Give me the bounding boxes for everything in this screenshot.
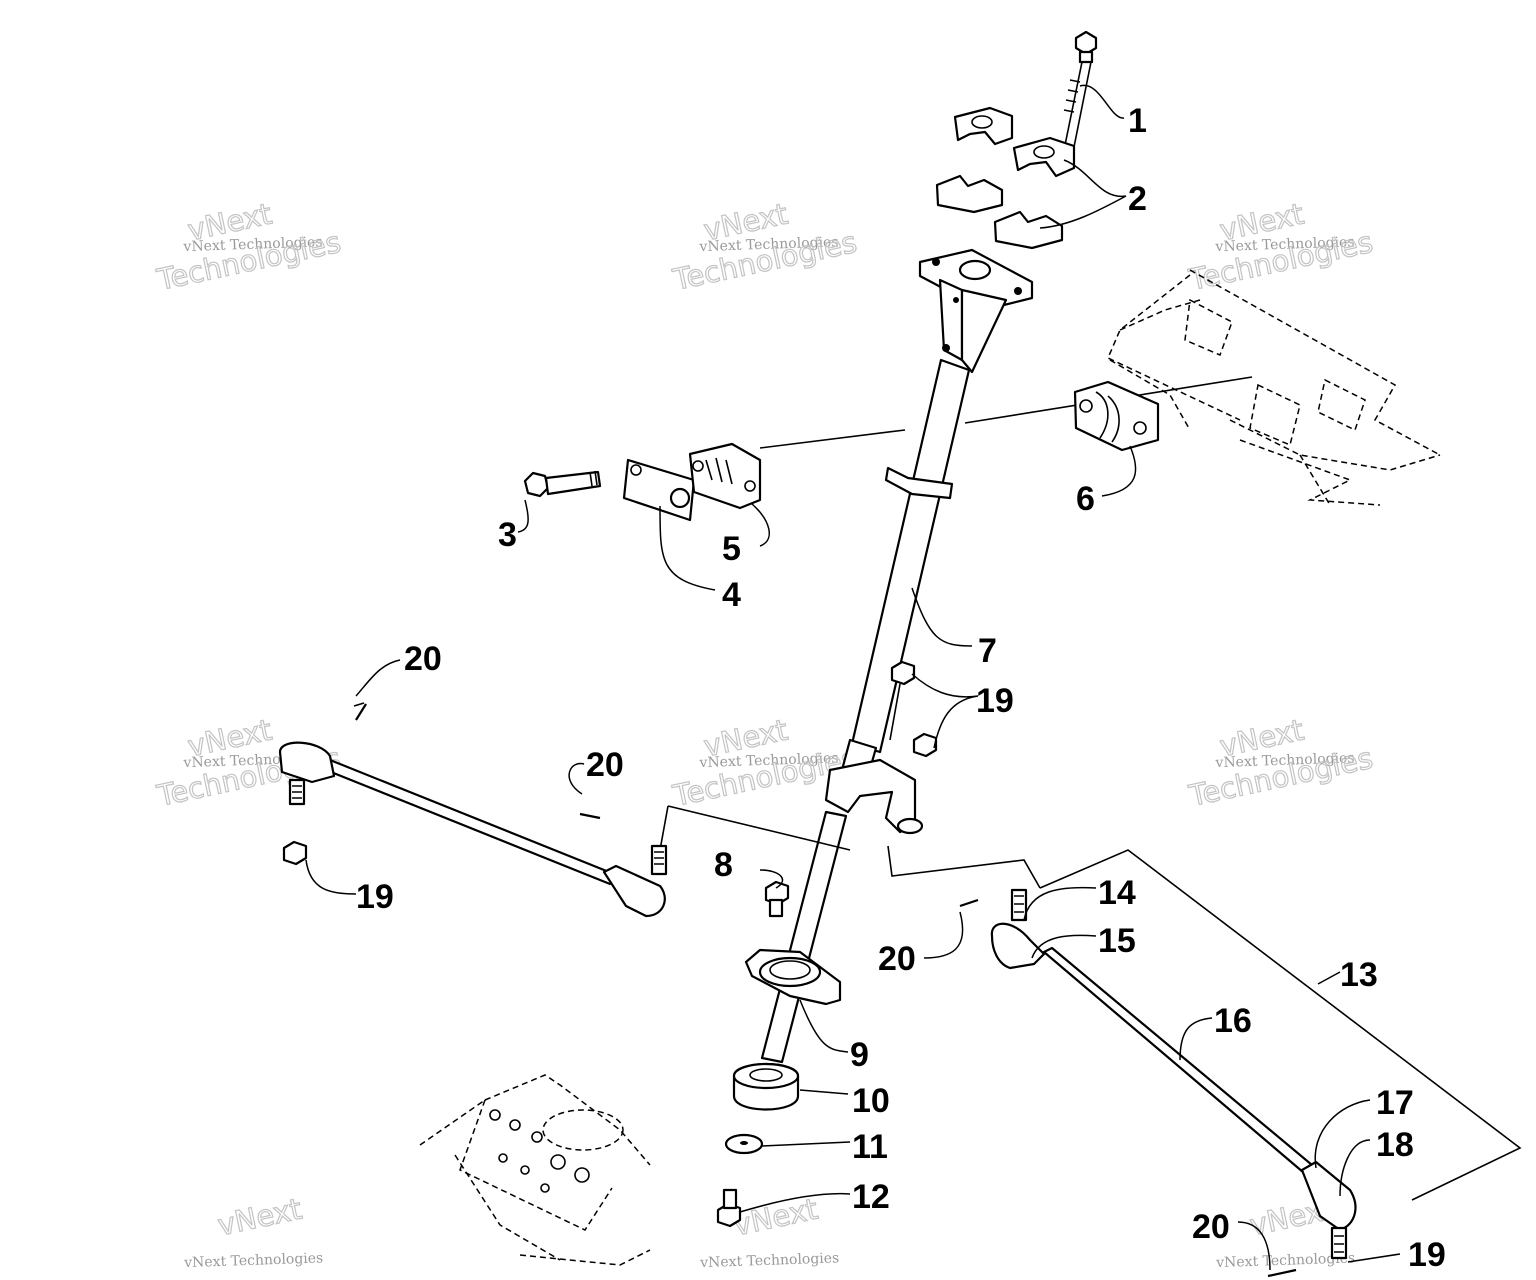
part-1-bolt	[1063, 30, 1098, 153]
watermark-mid-right: vNext vNext Technologies Technologies	[1185, 712, 1376, 814]
watermark-top-right: vNext vNext Technologies Technologies	[1185, 196, 1376, 298]
callout-1: 1	[1128, 102, 1147, 140]
part-5-block	[688, 442, 762, 510]
part-7-steering-post	[659, 248, 1253, 1064]
part-6-block	[1073, 380, 1160, 452]
right-tie-rod	[959, 849, 1522, 1278]
frame-context-upper-right	[1107, 269, 1441, 506]
part-12-bolt	[716, 1188, 742, 1228]
watermark-line2: vNext Technologies	[1214, 750, 1355, 771]
watermark-bottom-left: vNext vNext Technologies	[183, 1191, 324, 1271]
callout-19-left: 19	[356, 878, 394, 916]
part-3-bolt	[523, 470, 602, 498]
callout-11: 11	[852, 1128, 888, 1166]
watermark-line2: vNext Technologies	[698, 750, 839, 771]
watermark-line2: vNext Technologies	[183, 1250, 324, 1271]
callout-19-lower-right: 19	[1408, 1236, 1446, 1274]
callout-14: 14	[1098, 874, 1136, 912]
part-19-nut-upper	[889, 660, 938, 758]
callout-5: 5	[722, 530, 741, 568]
callout-19-upper: 19	[976, 682, 1014, 720]
watermark-line1: vNext	[215, 1192, 305, 1243]
watermark-line2: vNext Technologies	[1214, 234, 1355, 255]
callout-2: 2	[1128, 180, 1147, 218]
watermark-line3: Technologies	[153, 225, 343, 297]
watermark-line2: vNext Technologies	[1215, 1250, 1356, 1271]
callout-16: 16	[1214, 1002, 1252, 1040]
part-2-clamps	[935, 106, 1076, 250]
leader-lines	[305, 84, 1401, 1271]
callout-3: 3	[498, 516, 517, 554]
part-10-bearing	[732, 1062, 800, 1111]
part-4-plate	[622, 458, 696, 522]
callout-15: 15	[1098, 922, 1136, 960]
callout-6: 6	[1076, 480, 1095, 518]
callout-4: 4	[722, 576, 741, 614]
part-11-washer	[724, 1133, 764, 1155]
watermark-bottom-center: vNext vNext Technologies	[699, 1191, 840, 1271]
callout-17: 17	[1376, 1084, 1414, 1122]
watermark-line2: vNext Technologies	[698, 234, 839, 255]
part-9-flange	[744, 948, 842, 1006]
callout-10: 10	[852, 1082, 890, 1120]
part-8-bolt	[764, 880, 790, 918]
watermark-line2: vNext Technologies	[699, 1250, 840, 1271]
watermark-line3: Technologies	[1185, 741, 1375, 813]
watermark-line1: vNext	[731, 1192, 821, 1243]
watermark-line3: Technologies	[1185, 225, 1375, 297]
callout-20-right-mid: 20	[878, 940, 916, 978]
left-tie-rod	[278, 702, 668, 918]
callout-12: 12	[852, 1178, 890, 1216]
watermark-top-left: vNext vNext Technologies Technologies	[153, 196, 344, 298]
callout-20-lower-right: 20	[1192, 1208, 1230, 1246]
frame-context-lower-left	[419, 1074, 651, 1266]
callout-labels: 1 2 3 4 5 6 7 8 9 10 11 12 13 14 15 16 1…	[356, 102, 1446, 1274]
watermark-line3: Technologies	[669, 225, 859, 297]
callout-7: 7	[978, 632, 997, 670]
watermark-line2: vNext Technologies	[182, 234, 323, 255]
callout-8: 8	[714, 846, 733, 884]
callout-18: 18	[1376, 1126, 1414, 1164]
callout-20-left-mid: 20	[586, 746, 624, 784]
callout-20-left-top: 20	[404, 640, 442, 678]
callout-9: 9	[850, 1036, 869, 1074]
callout-13: 13	[1340, 956, 1378, 994]
watermark-top-center: vNext vNext Technologies Technologies	[669, 196, 860, 298]
